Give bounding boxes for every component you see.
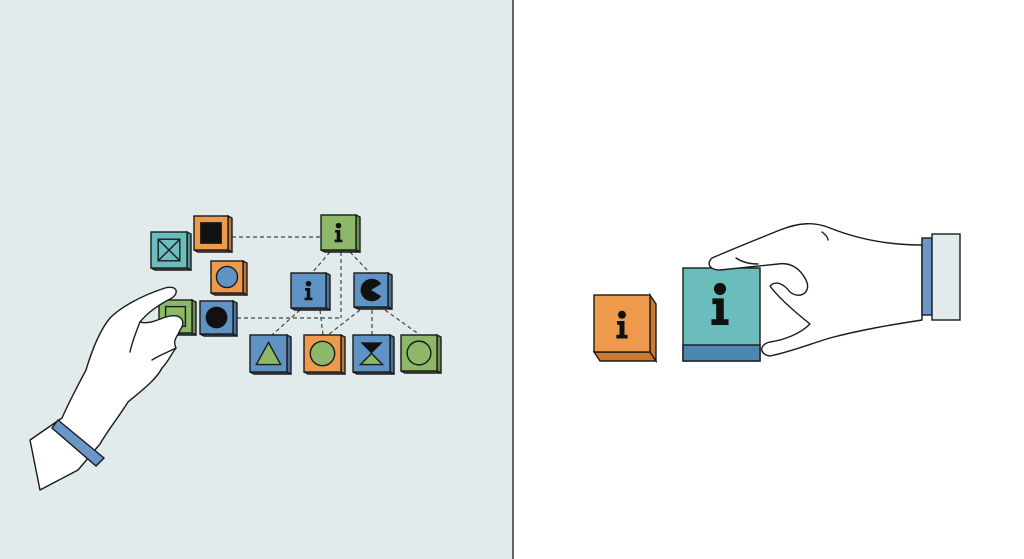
- block: [320, 213, 361, 254]
- teal-info-block: [682, 267, 761, 362]
- block: [400, 333, 442, 375]
- connection-lines: [232, 236, 421, 336]
- hourglass-icon: [358, 342, 385, 366]
- sleeve: [931, 233, 961, 321]
- block: [353, 271, 393, 311]
- square-icon: [200, 222, 222, 244]
- block: [210, 259, 248, 297]
- pacman-icon: [360, 278, 382, 302]
- block: [199, 299, 238, 338]
- x-box-icon: [157, 238, 181, 262]
- block: [303, 333, 346, 376]
- circle-icon: [309, 340, 336, 367]
- left-panel: [0, 0, 513, 559]
- dot-icon: [205, 306, 228, 329]
- circle-icon: [215, 265, 239, 289]
- block: [249, 333, 292, 376]
- left-hand: [29, 286, 184, 491]
- circle-icon: [406, 340, 432, 366]
- sleeve-cuff: [51, 418, 106, 467]
- block: [352, 333, 395, 376]
- block: [193, 214, 233, 254]
- sleeve-cuff: [921, 237, 933, 316]
- triangle-icon: [255, 340, 282, 366]
- right-hand: [708, 223, 961, 357]
- block: [290, 271, 331, 312]
- orange-info-block: [592, 292, 658, 364]
- block: [150, 230, 192, 272]
